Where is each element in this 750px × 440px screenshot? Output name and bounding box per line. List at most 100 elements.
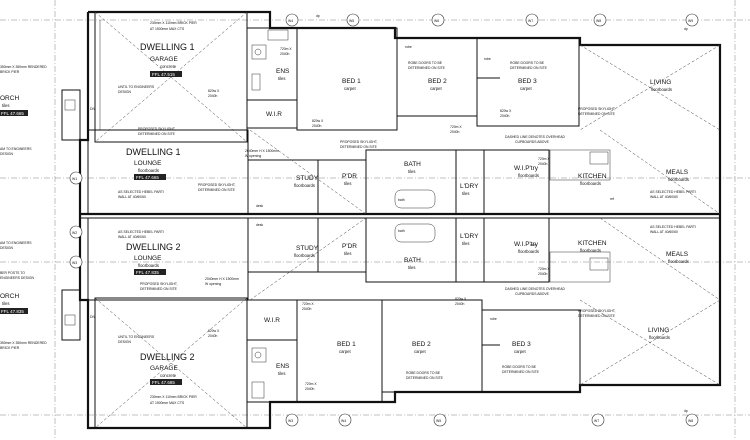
floor-finish: concrete bbox=[160, 373, 177, 378]
dwelling-title: DWELLING 2 bbox=[140, 352, 195, 362]
room-name: ENS bbox=[276, 363, 290, 370]
grid-bubble-label: W4 bbox=[288, 19, 293, 23]
floor-level: FFL 47.685 bbox=[152, 380, 175, 385]
floor-finish: floorboards bbox=[138, 168, 159, 173]
brick-pier-note: 230mm X 110mm BRICK PIER bbox=[150, 395, 197, 399]
floor-finish: carpet bbox=[430, 86, 442, 91]
door-size: 720m X bbox=[280, 47, 292, 51]
door-size: 720m X bbox=[305, 382, 317, 386]
floor-finish: floorboards bbox=[294, 253, 315, 258]
engineers-note: DESIGN bbox=[0, 152, 14, 156]
door-size: 2040h bbox=[450, 130, 460, 134]
engineers-note: DESIGN bbox=[118, 340, 132, 344]
beam-note: ENGINEERS DESIGN bbox=[0, 276, 34, 280]
floor-finish: floorboards bbox=[294, 183, 315, 188]
floor-finish: carpet bbox=[414, 349, 426, 354]
floor-finish: floorboards bbox=[649, 335, 670, 340]
grid-bubbles-bottom: W3 W4 W5 W7 W8 bbox=[285, 413, 699, 427]
floor-finish: floorboards bbox=[668, 259, 689, 264]
door-size: 720m X bbox=[538, 157, 550, 161]
robe-label: robe bbox=[484, 57, 491, 61]
grid-bubbles-left: W1 W2 W3 bbox=[69, 171, 83, 269]
skylight-note: DETERMINED ON SITE bbox=[140, 287, 178, 291]
door-size: 2040h bbox=[500, 114, 510, 118]
opening-note: W opening bbox=[245, 154, 261, 158]
grid-bubble-label: W5 bbox=[436, 419, 441, 423]
robe-note: ROBE DOORS TO BE bbox=[406, 371, 441, 375]
door-size: 820w X bbox=[208, 329, 220, 333]
floor-level: FFL 47.665 bbox=[1, 111, 24, 116]
bedrooms-lower bbox=[296, 299, 721, 403]
door-size: 720m X bbox=[538, 267, 550, 271]
room-name: MEALS bbox=[666, 251, 689, 258]
floor-finish: carpet bbox=[344, 86, 356, 91]
door-size: 720m X bbox=[302, 302, 314, 306]
room-name: LIVING bbox=[650, 79, 671, 86]
robe-note: DETERMINED ON SITE bbox=[502, 370, 540, 374]
engineers-note: AM TO ENGINEERS bbox=[0, 241, 32, 245]
brick-pier-note: 230mm X 110mm BRICK PIER bbox=[150, 21, 197, 25]
grid-bubble-label: W7 bbox=[594, 419, 599, 423]
room-name: BED 1 bbox=[337, 341, 356, 348]
floor-finish: tiles bbox=[344, 251, 351, 256]
robe-note: DETERMINED ON SITE bbox=[510, 66, 548, 70]
skylight-note: DETERMINED ON SITE bbox=[198, 188, 236, 192]
desk-label: desk bbox=[256, 204, 263, 208]
floor-finish: floorboards bbox=[518, 173, 539, 178]
grid-bubble-label: W3 bbox=[72, 261, 77, 265]
opening-note: 2040mm H X 1500mm bbox=[205, 277, 239, 281]
grid-bubble-label: W1 bbox=[72, 177, 77, 181]
down-label: DN bbox=[90, 107, 95, 111]
floor-finish: floorboards bbox=[518, 249, 539, 254]
room-name: P'DR bbox=[342, 173, 357, 180]
floor-finish: carpet bbox=[339, 349, 351, 354]
ens-wir-lower bbox=[246, 299, 298, 403]
floor-finish: tiles bbox=[462, 191, 469, 196]
hebel-note: WALL AT 40/60/60 bbox=[650, 230, 678, 234]
room-name: LOUNGE bbox=[134, 160, 162, 167]
rendered-note: 350mm X 350mm RENDERED bbox=[0, 65, 47, 69]
brick-pier-note: AT 1500mm MAX CTS bbox=[150, 27, 185, 31]
door-size: 2040h bbox=[538, 162, 548, 166]
skylight-note: PROPOSED SKYLIGHT, bbox=[138, 127, 176, 131]
cupboard-note: CUPBOARDS ABOVE bbox=[515, 140, 550, 144]
hebel-note: WALL AT 40/60/60 bbox=[118, 195, 146, 199]
robe-note: ROBE DOORS TO BE bbox=[510, 61, 545, 65]
dwelling2-garage-labels: UNTIL TO ENGINEERS DESIGN DWELLING 2 GAR… bbox=[118, 335, 197, 405]
skylight-note: DETERMINED ON SITE bbox=[578, 314, 616, 318]
door-size: 820w X bbox=[208, 89, 220, 93]
grid-bubble-label: W8 bbox=[596, 19, 601, 23]
floor-finish: tiles bbox=[278, 76, 285, 81]
bath-label: bath bbox=[398, 229, 405, 233]
dp-label: dp bbox=[684, 409, 688, 413]
room-name: BED 3 bbox=[518, 78, 537, 85]
dp-markers: dp dp dp bbox=[316, 14, 688, 413]
room-name: LIVING bbox=[648, 327, 669, 334]
grid-bubble-label: W6 bbox=[434, 19, 439, 23]
floor-finish: floorboards bbox=[580, 248, 601, 253]
grid-bubble-label: W3 bbox=[288, 419, 293, 423]
floor-finish: tiles bbox=[2, 103, 9, 108]
floor-finish: concrete bbox=[160, 64, 177, 69]
hebel-note: AS SELECTED HEBEL PARTI bbox=[118, 190, 164, 194]
hebel-note: AS SELECTED HEBEL PARTI bbox=[650, 190, 696, 194]
middle-upper bbox=[87, 129, 721, 215]
room-name: W.I.P'try bbox=[514, 241, 539, 248]
room-name: LOUNGE bbox=[134, 255, 162, 262]
floor-finish: floorboards bbox=[668, 177, 689, 182]
door-size: 2040h bbox=[538, 272, 548, 276]
porches bbox=[61, 89, 81, 341]
brick-pier-note: AT 1500mm MAX CTS bbox=[150, 401, 185, 405]
dwelling1-garage-labels: 230mm X 110mm BRICK PIER AT 1500mm MAX C… bbox=[118, 21, 197, 94]
skylight-note: PROPOSED SKYLIGHT, bbox=[578, 309, 616, 313]
floor-finish: tiles bbox=[344, 181, 351, 186]
floor-level: FFL 47.835 bbox=[1, 309, 24, 314]
hebel-note: WALL AT 40/60/60 bbox=[118, 235, 146, 239]
robe-note: DETERMINED ON SITE bbox=[406, 376, 444, 380]
cupboard-note: DASHED LINE DENOTES OVERHEAD bbox=[505, 287, 565, 291]
door-size: 2040h bbox=[302, 307, 312, 311]
skylight-note: PROPOSED SKYLIGHT, bbox=[578, 107, 616, 111]
skylight-note: PROPOSED SKYLIGHT, bbox=[198, 183, 236, 187]
